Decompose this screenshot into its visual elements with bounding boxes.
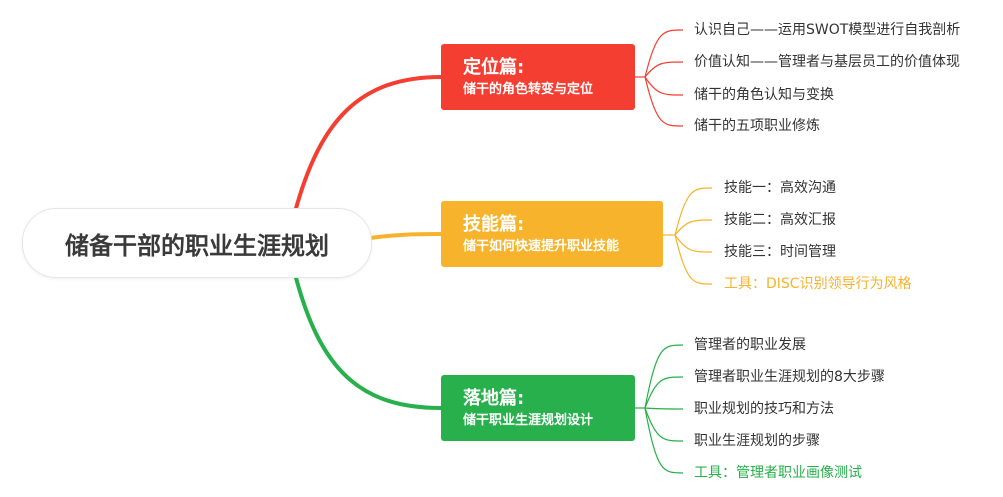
topic-title: 定位篇: (463, 57, 525, 78)
topic-subtitle: 储干职业生涯规划设计 (463, 413, 594, 428)
connector-leaf (644, 407, 684, 442)
connector-leaf (644, 376, 684, 409)
leaf-topic-tool[interactable]: 工具：DISC识别领导行为风格 (724, 276, 912, 292)
connector-leaf (644, 407, 684, 474)
topic-subtitle: 储干如何快速提升职业技能 (463, 239, 620, 254)
connector-root-red (293, 75, 442, 213)
connector-leaf (644, 407, 684, 410)
connector-leaf (644, 76, 684, 127)
leaf-topic-tool[interactable]: 工具：管理者职业画像测试 (694, 465, 862, 481)
leaf-topic[interactable]: 职业生涯规划的步骤 (694, 433, 820, 449)
topic-title: 落地篇: (463, 388, 525, 409)
topic-subtitle: 储干的角色转变与定位 (463, 82, 594, 97)
topic-implementation[interactable]: 落地篇: 储干职业生涯规划设计 (441, 375, 635, 441)
connector-leaf (674, 219, 713, 236)
leaf-topic[interactable]: 职业规划的技巧和方法 (694, 401, 834, 417)
connector-leaf (674, 234, 713, 253)
connector-leaf (644, 344, 684, 409)
topic-skills[interactable]: 技能篇: 储干如何快速提升职业技能 (441, 201, 663, 267)
leaf-topic[interactable]: 管理者职业生涯规划的8大步骤 (694, 369, 885, 385)
connector-leaf (644, 61, 684, 78)
root-topic[interactable]: 储备干部的职业生涯规划 (22, 208, 372, 278)
leaf-topic[interactable]: 储干的角色认知与变换 (694, 87, 834, 103)
leaf-topic[interactable]: 技能一：高效沟通 (724, 180, 836, 196)
connector-leaf (674, 234, 713, 285)
connector-root-yellow (369, 232, 442, 240)
connector-leaf (644, 29, 684, 78)
topic-title: 技能篇: (463, 214, 525, 235)
leaf-topic[interactable]: 技能三：时间管理 (724, 244, 836, 260)
leaf-topic[interactable]: 储干的五项职业修炼 (694, 118, 820, 134)
connector-leaf (644, 76, 684, 96)
connector-leaf (674, 187, 713, 236)
leaf-topic[interactable]: 认识自己——运用SWOT模型进行自我剖析 (694, 22, 961, 38)
connector-root-green (293, 273, 442, 410)
leaf-topic[interactable]: 价值认知——管理者与基层员工的价值体现 (694, 54, 960, 70)
root-topic-label: 储备干部的职业生涯规划 (65, 231, 329, 260)
leaf-topic[interactable]: 管理者的职业发展 (694, 337, 806, 353)
topic-positioning[interactable]: 定位篇: 储干的角色转变与定位 (441, 44, 635, 110)
leaf-topic[interactable]: 技能二：高效汇报 (724, 212, 836, 228)
